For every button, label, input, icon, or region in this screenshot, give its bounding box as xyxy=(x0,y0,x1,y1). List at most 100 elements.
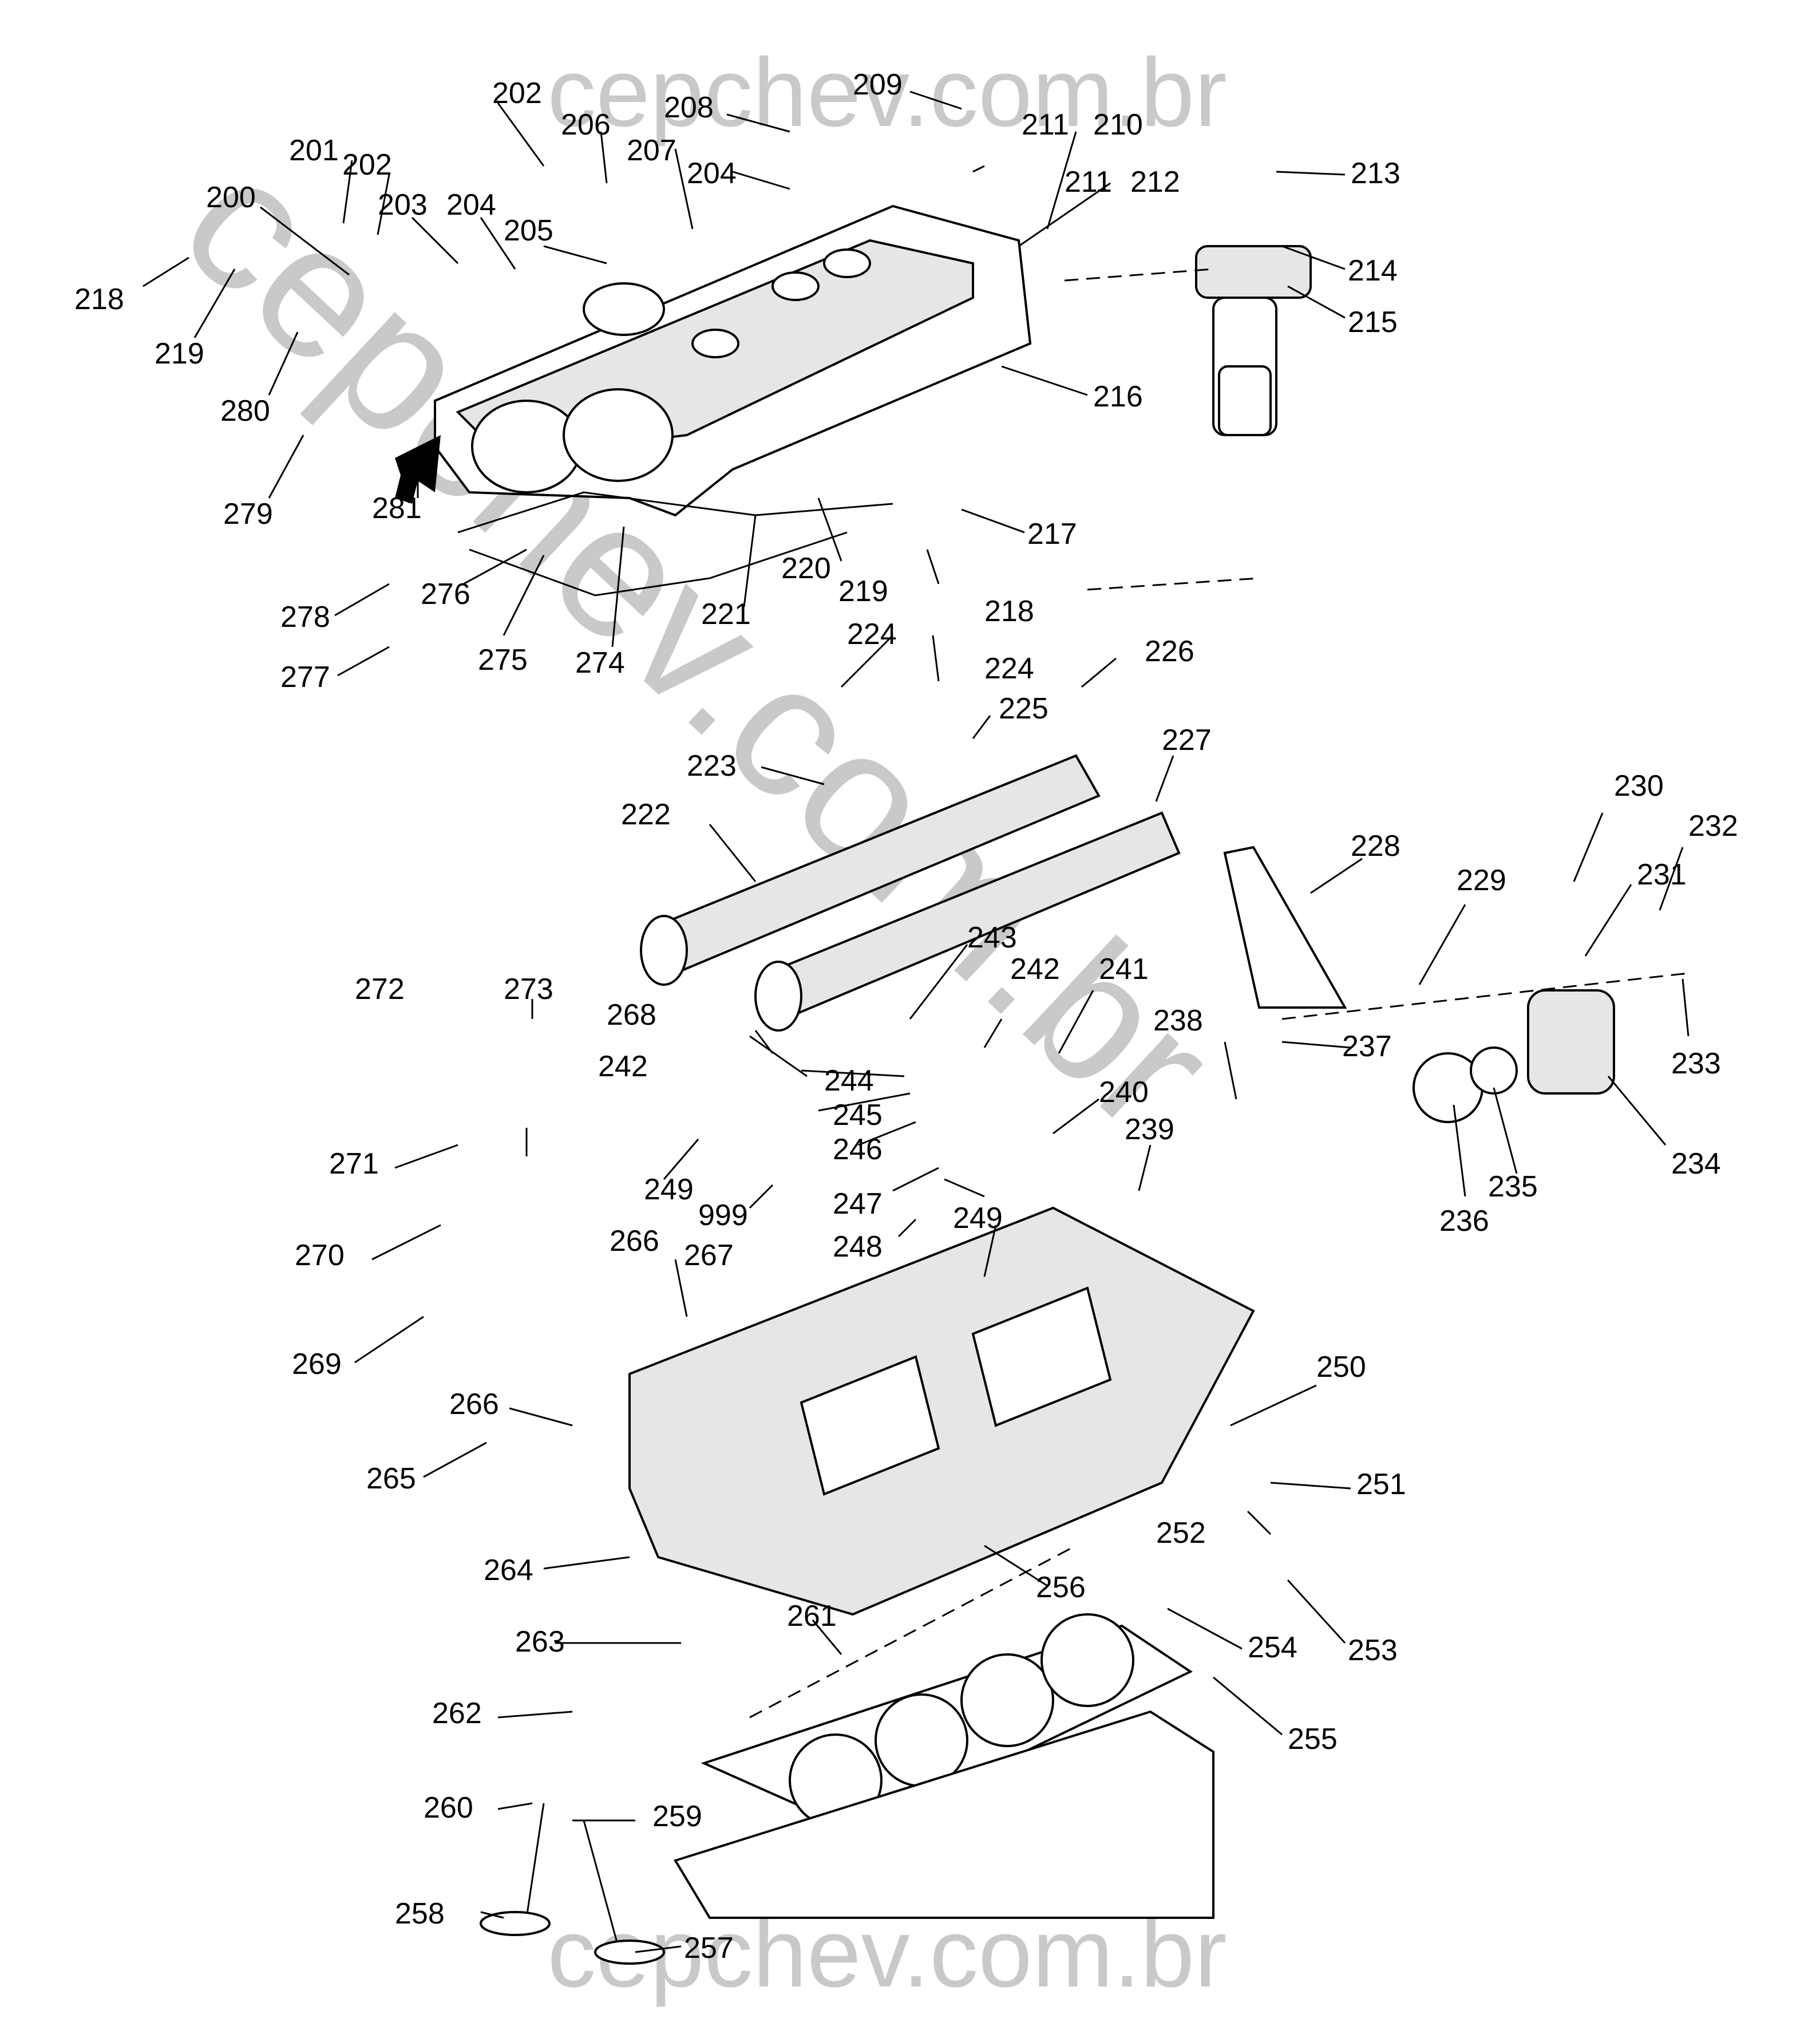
callout-274: 274 xyxy=(575,646,625,680)
callout-252: 252 xyxy=(1156,1516,1206,1550)
callout-240: 240 xyxy=(1099,1076,1149,1109)
callout-248: 248 xyxy=(833,1230,883,1263)
callout-268: 268 xyxy=(607,998,656,1032)
watermark-diagonal: cepchev.com.br xyxy=(144,115,1253,1170)
callout-221: 221 xyxy=(701,598,751,631)
callout-224: 224 xyxy=(984,652,1034,685)
callout-242: 242 xyxy=(1010,953,1060,986)
callout-219: 219 xyxy=(155,337,204,370)
callout-237: 237 xyxy=(1342,1030,1392,1063)
callout-211: 211 xyxy=(1065,165,1112,199)
callout-250: 250 xyxy=(1316,1350,1366,1384)
valves xyxy=(480,1803,665,1965)
callout-999: 999 xyxy=(698,1199,748,1232)
callout-202: 202 xyxy=(492,77,542,110)
callout-269: 269 xyxy=(292,1348,342,1381)
callout-203: 203 xyxy=(378,188,428,222)
callout-228: 228 xyxy=(1351,830,1400,863)
callout-226: 226 xyxy=(1145,635,1194,668)
callout-249: 249 xyxy=(644,1173,694,1206)
timing-chain-guides xyxy=(457,491,893,597)
intake-camshaft xyxy=(754,811,1181,1032)
callout-204: 204 xyxy=(446,188,496,222)
callout-217: 217 xyxy=(1027,518,1077,551)
callout-257: 257 xyxy=(684,1932,734,1965)
callout-201: 201 xyxy=(289,134,339,167)
callout-276: 276 xyxy=(421,578,470,611)
leader-lines xyxy=(143,90,1690,1953)
callout-222: 222 xyxy=(621,798,671,831)
callout-224: 224 xyxy=(847,618,897,651)
cylinder-head xyxy=(628,1206,1255,1616)
callout-205: 205 xyxy=(504,214,553,247)
callout-280: 280 xyxy=(220,394,270,428)
callout-244: 244 xyxy=(824,1064,874,1097)
callout-232: 232 xyxy=(1688,809,1738,843)
callout-273: 273 xyxy=(504,973,553,1006)
callout-202: 202 xyxy=(342,148,392,181)
callout-227: 227 xyxy=(1162,724,1212,757)
callout-247: 247 xyxy=(833,1187,883,1221)
callout-230: 230 xyxy=(1614,769,1664,803)
callout-275: 275 xyxy=(478,643,528,677)
callout-254: 254 xyxy=(1248,1631,1297,1664)
callout-255: 255 xyxy=(1288,1723,1338,1756)
callout-238: 238 xyxy=(1153,1004,1203,1037)
callout-225: 225 xyxy=(999,692,1049,725)
callout-236: 236 xyxy=(1439,1204,1489,1238)
callout-253: 253 xyxy=(1348,1634,1398,1667)
callout-278: 278 xyxy=(280,601,330,634)
callout-256: 256 xyxy=(1036,1571,1086,1604)
callout-231: 231 xyxy=(1637,858,1687,891)
callout-266: 266 xyxy=(610,1225,659,1258)
callout-218: 218 xyxy=(984,595,1034,628)
callout-239: 239 xyxy=(1125,1113,1174,1146)
callout-249: 249 xyxy=(953,1202,1003,1235)
callout-242: 242 xyxy=(598,1050,648,1083)
callout-219: 219 xyxy=(838,575,888,608)
callout-264: 264 xyxy=(484,1554,533,1587)
callout-272: 272 xyxy=(355,973,405,1006)
callout-209: 209 xyxy=(853,68,903,101)
callout-277: 277 xyxy=(280,661,330,694)
cylinder-head-gasket xyxy=(701,1613,1193,1834)
callout-235: 235 xyxy=(1488,1170,1538,1203)
ignition-coil xyxy=(1195,245,1312,436)
callout-218: 218 xyxy=(74,283,124,316)
callout-246: 246 xyxy=(833,1133,883,1166)
callout-208: 208 xyxy=(664,91,714,124)
callout-211: 211 xyxy=(1022,108,1069,141)
bracket-228 xyxy=(1223,846,1347,1009)
callout-216: 216 xyxy=(1093,380,1143,413)
callout-223: 223 xyxy=(687,749,737,783)
callout-266: 266 xyxy=(449,1388,499,1421)
callout-214: 214 xyxy=(1348,254,1398,287)
callout-233: 233 xyxy=(1671,1047,1721,1080)
callout-200: 200 xyxy=(206,181,256,214)
engine-block xyxy=(673,1710,1214,1919)
callout-270: 270 xyxy=(295,1239,345,1272)
callout-213: 213 xyxy=(1351,157,1400,190)
callout-220: 220 xyxy=(781,552,831,585)
callout-261: 261 xyxy=(787,1599,837,1633)
exhaust-camshaft xyxy=(640,754,1101,986)
watermark-top: cepchev.com.br xyxy=(547,38,1226,147)
callout-263: 263 xyxy=(515,1625,565,1658)
camshaft-cover-assembly xyxy=(434,204,1032,517)
callout-251: 251 xyxy=(1356,1468,1406,1501)
callout-229: 229 xyxy=(1457,864,1506,897)
callout-243: 243 xyxy=(967,921,1017,954)
callout-279: 279 xyxy=(223,497,273,531)
callout-245: 245 xyxy=(833,1099,883,1132)
callout-267: 267 xyxy=(684,1239,734,1272)
callout-271: 271 xyxy=(329,1147,379,1180)
callout-262: 262 xyxy=(432,1697,482,1730)
callout-260: 260 xyxy=(424,1791,473,1824)
callout-215: 215 xyxy=(1348,306,1398,339)
front-arrow-icon xyxy=(395,435,441,504)
callout-206: 206 xyxy=(561,108,611,141)
callout-265: 265 xyxy=(366,1462,416,1495)
callout-204: 204 xyxy=(687,157,737,190)
callout-258: 258 xyxy=(395,1897,445,1930)
